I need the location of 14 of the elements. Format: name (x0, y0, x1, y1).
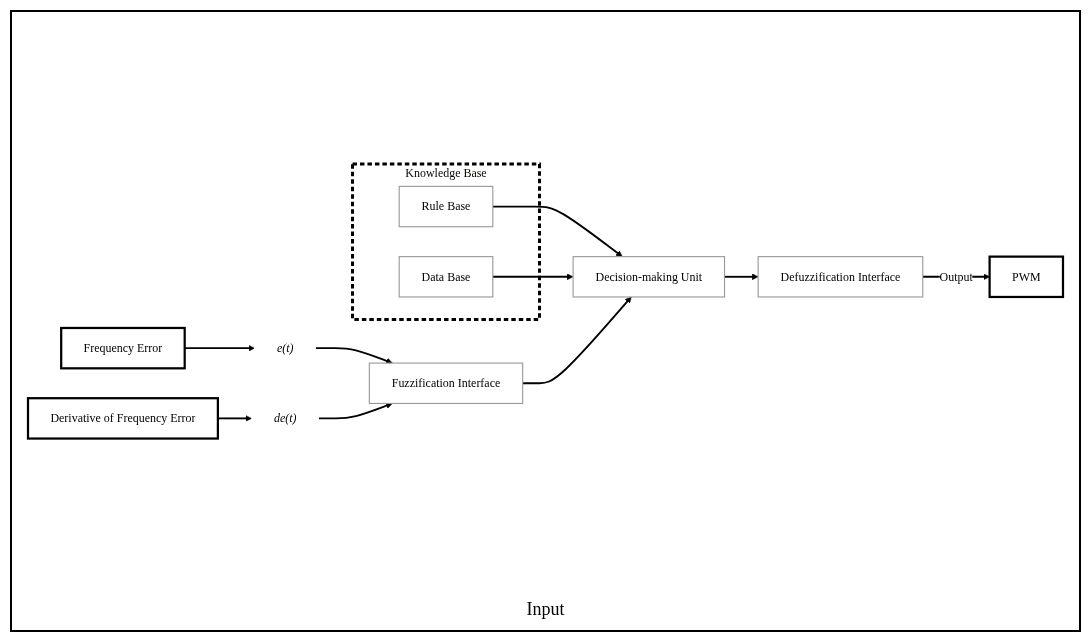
node-box: Rule Base (398, 185, 494, 228)
edge-label: Output (939, 269, 973, 283)
node-box: Frequency Error (60, 326, 186, 370)
node-box: Defuzzification Interface (757, 255, 924, 298)
node-box: Derivative of Frequency Error (26, 396, 219, 440)
arrow (314, 346, 393, 364)
node-box: PWM (988, 255, 1065, 298)
note-text: Input (526, 599, 565, 619)
node-box: Decision-making Unit (572, 255, 726, 298)
node-box: Fuzzification Interface (368, 362, 524, 404)
node-text: e(t) (276, 341, 294, 354)
node-box: Data Base (398, 255, 494, 298)
node-text: de(t) (273, 411, 297, 425)
arrow (317, 402, 393, 420)
